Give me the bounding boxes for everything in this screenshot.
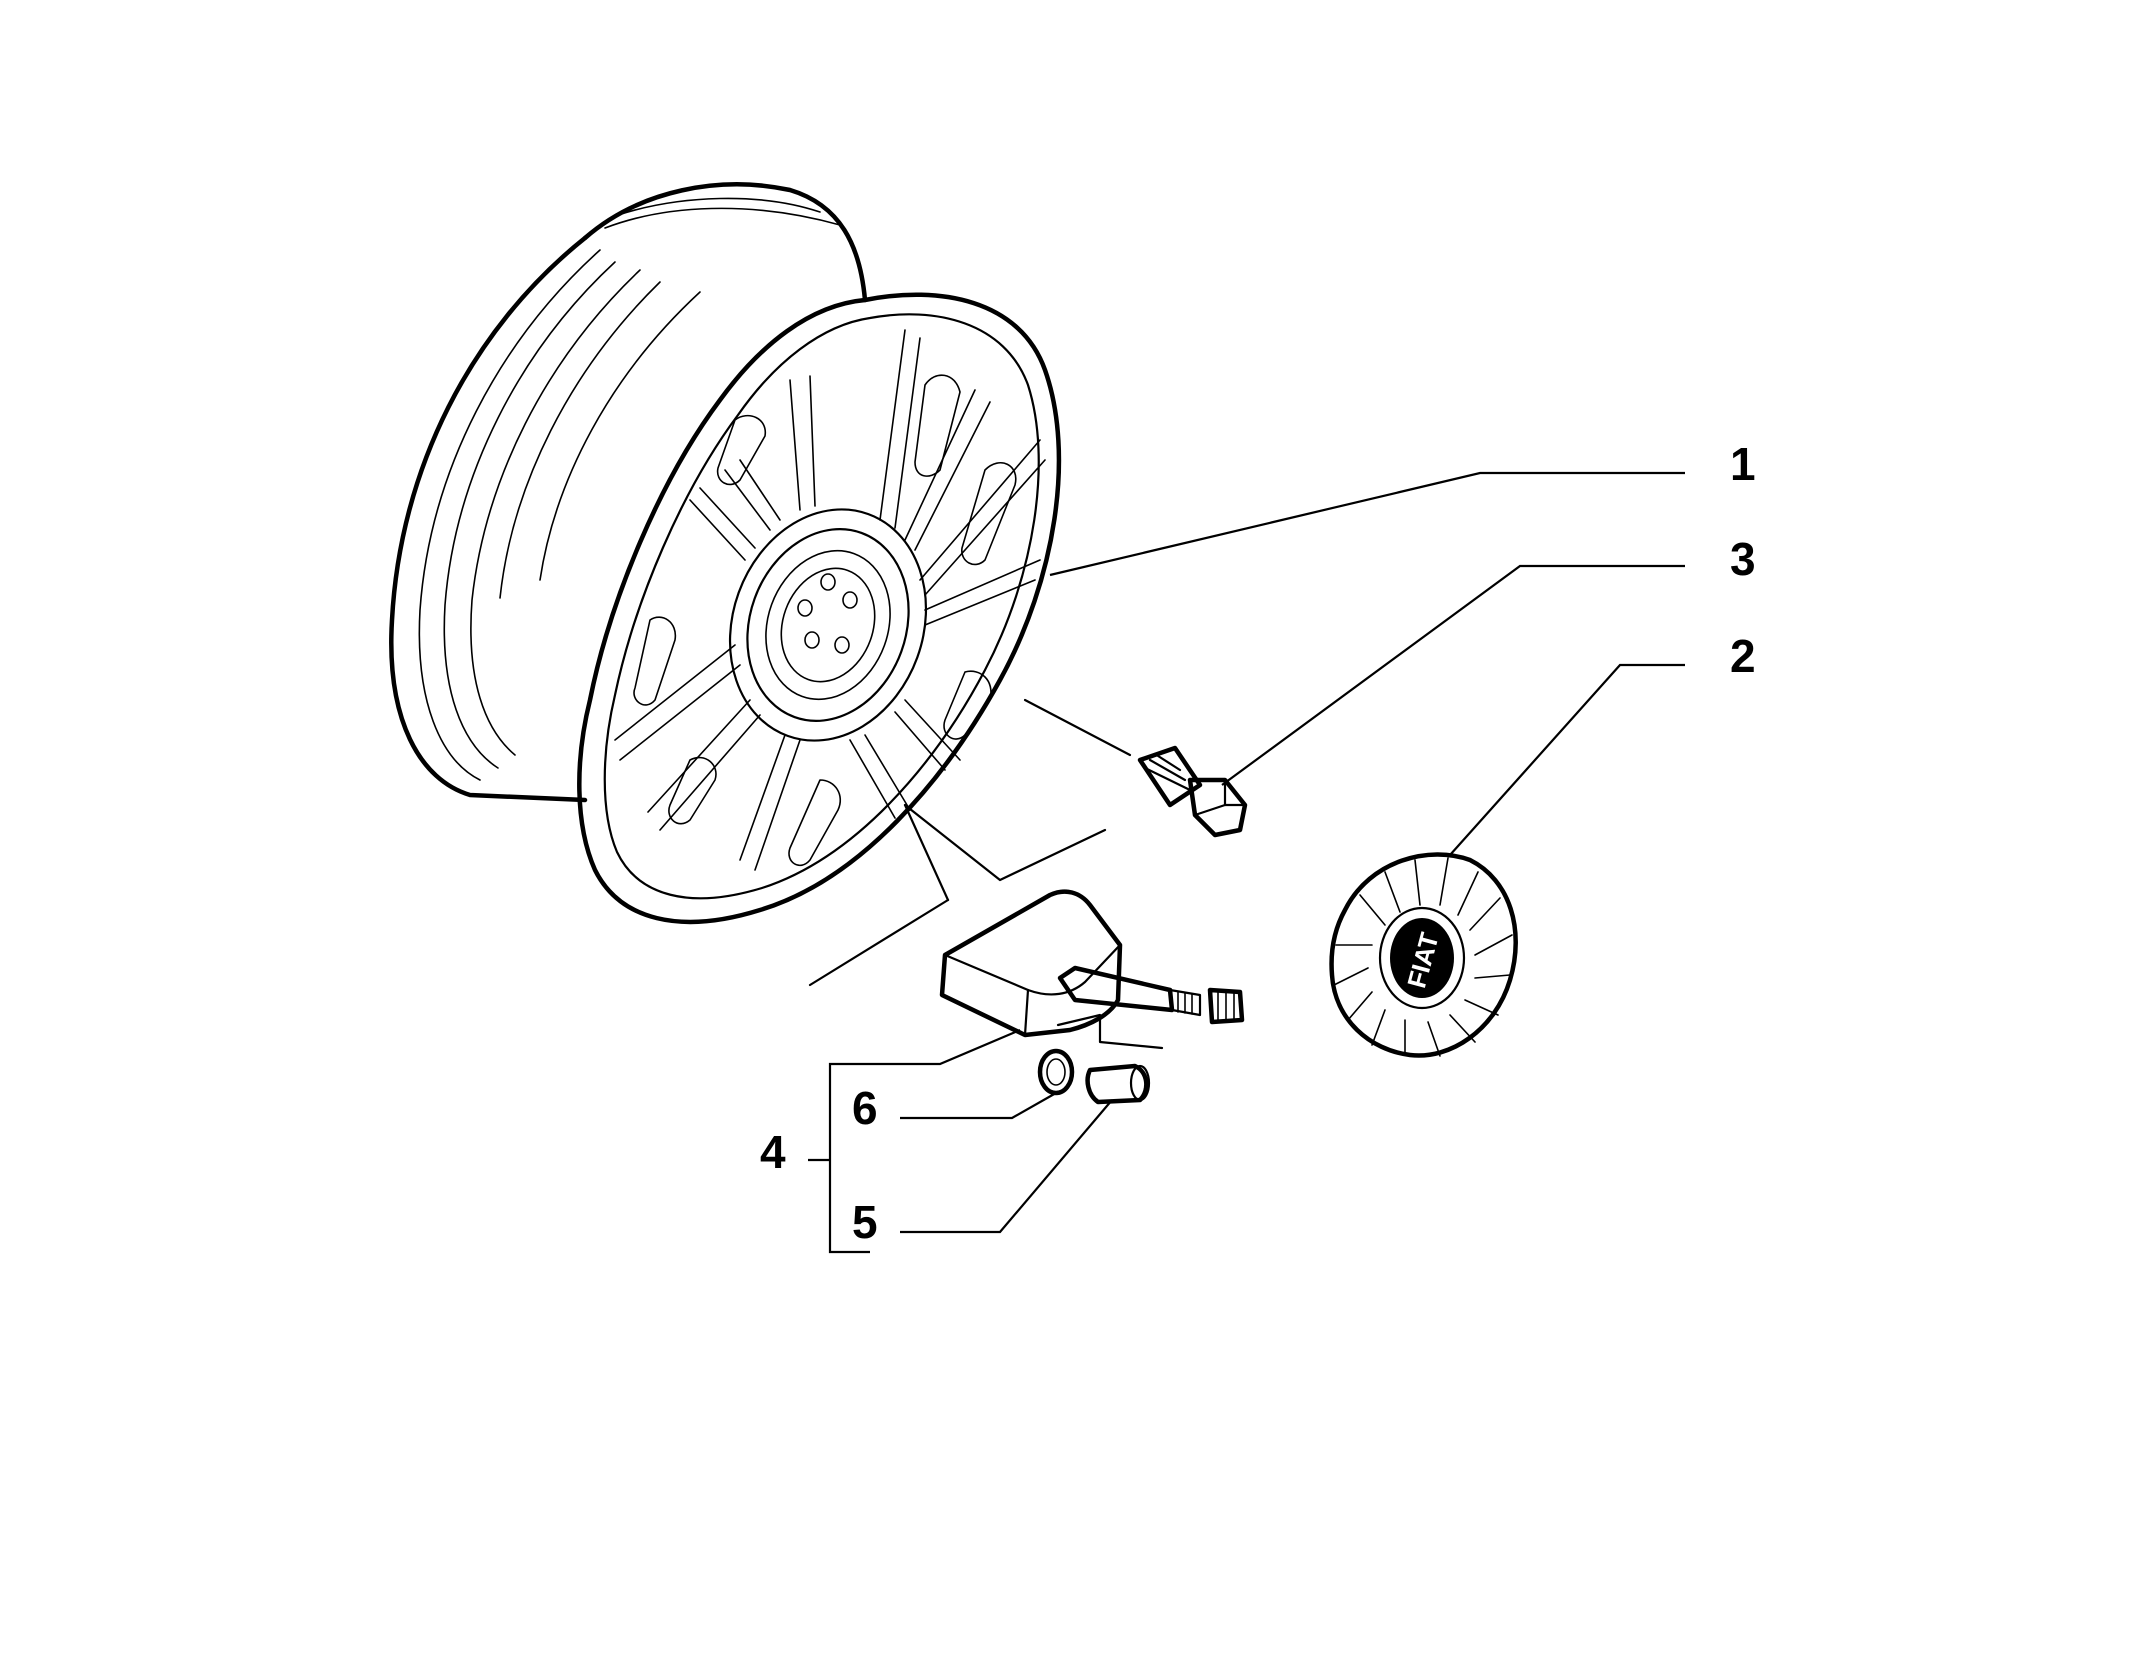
callout-3: 3 (1730, 533, 1756, 585)
grommet-ring (1037, 1048, 1075, 1096)
callout-4: 4 (760, 1126, 786, 1178)
wheel-spokes (614, 329, 1046, 871)
callout-1: 1 (1730, 438, 1756, 490)
callout-2: 2 (1730, 630, 1756, 682)
alloy-wheel (389, 182, 1062, 925)
leader-lines (808, 471, 1685, 1254)
center-cap: FIAT (1329, 852, 1518, 1058)
callout-6: 6 (852, 1082, 878, 1134)
fiat-logo-icon (1390, 918, 1454, 998)
tpms-sensor (939, 889, 1245, 1050)
callout-5: 5 (852, 1196, 878, 1248)
wheel-windows (633, 374, 1017, 866)
valve-nut (1085, 1063, 1151, 1105)
wheel-bolt (1137, 745, 1248, 838)
